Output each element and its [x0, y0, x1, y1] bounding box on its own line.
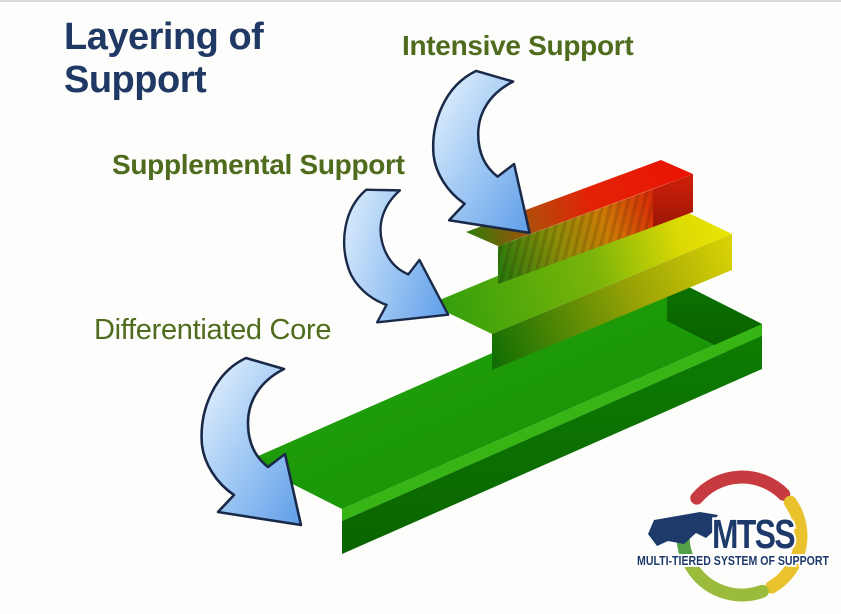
- differentiated-core-label: Differentiated Core: [94, 314, 332, 346]
- page-title: Layering of Support: [64, 16, 264, 101]
- mtss-logo: MULTI-TIERED SYSTEM OF SUPPORT MTSS: [635, 470, 831, 602]
- logo-tagline: MULTI-TIERED SYSTEM OF SUPPORT: [637, 554, 829, 568]
- intensive-support-label: Intensive Support: [402, 30, 634, 61]
- supplemental-support-label: Supplemental Support: [112, 149, 405, 180]
- core-curved-arrow-icon: [200, 356, 303, 527]
- ring-yellow-arc: [765, 495, 808, 594]
- core-layer-slab: [247, 276, 762, 554]
- supplemental-curved-arrow-icon: [328, 176, 450, 338]
- nc-state-icon: [648, 512, 718, 546]
- supplemental-layer-slab: [430, 204, 732, 370]
- ring-lightgreen-arc: [684, 559, 769, 602]
- logo-ring: [676, 470, 808, 602]
- logo-acronym: MTSS: [712, 511, 794, 557]
- ring-red-arc: [690, 470, 791, 505]
- intensive-curved-arrow-icon: [431, 69, 531, 235]
